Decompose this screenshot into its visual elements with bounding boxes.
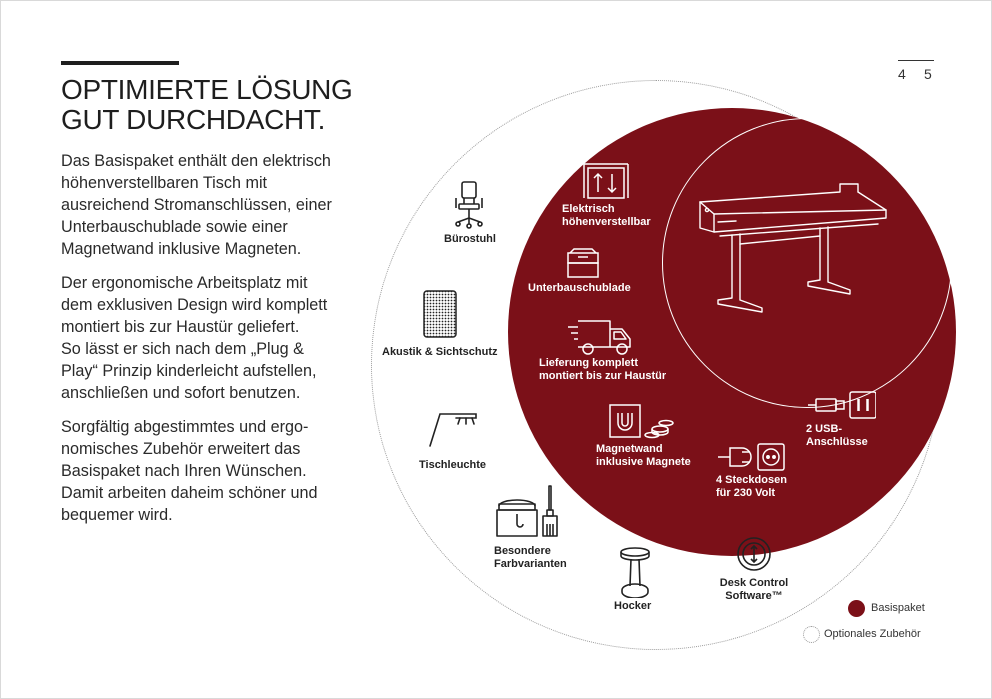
label-power: 4 Steckdosen für 230 Volt bbox=[716, 474, 787, 499]
usb-icon bbox=[808, 391, 876, 419]
desk-control-icon bbox=[737, 537, 771, 571]
office-chair-icon bbox=[455, 181, 483, 229]
delivery-truck-icon bbox=[568, 320, 631, 355]
acoustic-panel-icon bbox=[423, 290, 457, 338]
label-delivery: Lieferung komplett montiert bis zur Haus… bbox=[539, 357, 667, 382]
magnet-icon bbox=[609, 404, 674, 439]
page-number-right: 5 bbox=[924, 66, 932, 82]
page-number-left: 4 bbox=[898, 66, 906, 82]
label-drawer: Unterbauschublade bbox=[528, 282, 631, 294]
label-magnet: Magnetwand inklusive Magnete bbox=[596, 443, 691, 468]
stool-icon bbox=[620, 547, 650, 598]
label-desk-lamp: Tischleuchte bbox=[419, 459, 487, 471]
legend-basis-label: Basispaket bbox=[871, 602, 925, 614]
paragraph-3: Sorgfältig abgestimmtes und ergo- nomisc… bbox=[61, 418, 318, 524]
legend-optional-swatch bbox=[803, 626, 820, 643]
label-office-chair: Bürostuhl bbox=[444, 233, 496, 245]
power-plug-icon bbox=[718, 443, 785, 471]
label-desk-control: Desk Control Software™ bbox=[719, 577, 789, 602]
label-paint: Besondere Farbvarianten bbox=[494, 545, 567, 570]
desk-lamp-icon bbox=[429, 413, 477, 447]
body-text: Das Basispaket enthält den elektrisch hö… bbox=[61, 150, 361, 538]
drawer-icon bbox=[567, 248, 599, 278]
standing-desk-icon bbox=[699, 183, 887, 313]
heading-rule bbox=[61, 61, 179, 65]
paragraph-1: Das Basispaket enthält den elektrisch hö… bbox=[61, 152, 332, 258]
legend-optional-label: Optionales Zubehör bbox=[824, 628, 921, 640]
title-line-1: OPTIMIERTE LÖSUNG bbox=[61, 74, 353, 105]
desk-highlight-circle bbox=[662, 118, 952, 408]
title-line-2: GUT DURCHDACHT. bbox=[61, 104, 326, 135]
label-height-adjust: Elektrisch höhenverstellbar bbox=[562, 203, 651, 228]
paint-bucket-icon bbox=[496, 485, 558, 537]
label-stool: Hocker bbox=[614, 600, 652, 612]
label-usb: 2 USB- Anschlüsse bbox=[806, 423, 868, 448]
page-title: OPTIMIERTE LÖSUNG GUT DURCHDACHT. bbox=[61, 75, 353, 135]
label-acoustic-panel: Akustik & Sichtschutz bbox=[382, 346, 498, 358]
paragraph-2: Der ergonomische Arbeitsplatz mit dem ex… bbox=[61, 274, 328, 402]
legend-basis-swatch bbox=[848, 600, 865, 617]
page-number-rule bbox=[898, 60, 934, 61]
height-adjust-icon bbox=[583, 163, 629, 199]
